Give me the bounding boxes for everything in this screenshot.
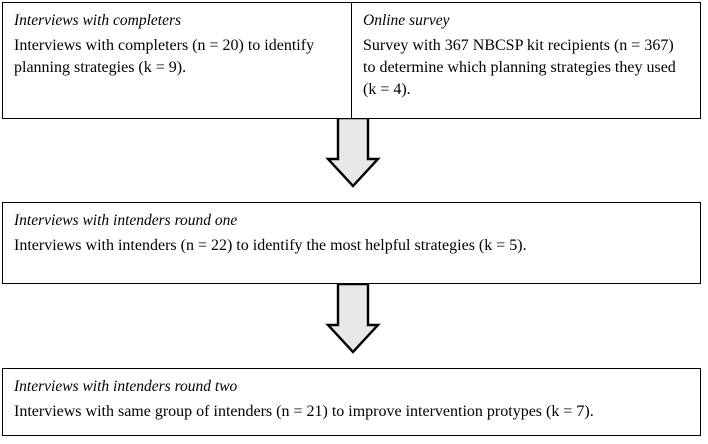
down-arrow-shape [325,118,381,188]
flow-box-interviews-with-intenders-round-two: Interviews with intenders round two Inte… [2,368,701,436]
flow-box-body: Interviews with completers (n = 20) to i… [14,37,315,76]
flow-box-title: Interviews with intenders round two [14,378,238,395]
flow-box-body: Interviews with same group of intenders … [14,403,594,420]
flow-box-body: Survey with 367 NBCSP kit recipients (n … [363,37,676,98]
down-arrow-icon [325,284,381,354]
down-arrow-shape [325,284,381,354]
flow-box-interviews-with-completers: Interviews with completers Interviews wi… [2,2,352,119]
flow-box-title: Online survey [363,12,450,29]
flow-box-interviews-with-intenders-round-one: Interviews with intenders round one Inte… [2,202,701,284]
flow-box-title: Interviews with intenders round one [14,212,238,229]
flow-box-body: Interviews with intenders (n = 22) to id… [14,237,527,254]
down-arrow-icon [325,118,381,188]
flow-box-title: Interviews with completers [14,12,182,29]
flow-box-online-survey: Online survey Survey with 367 NBCSP kit … [351,2,701,119]
